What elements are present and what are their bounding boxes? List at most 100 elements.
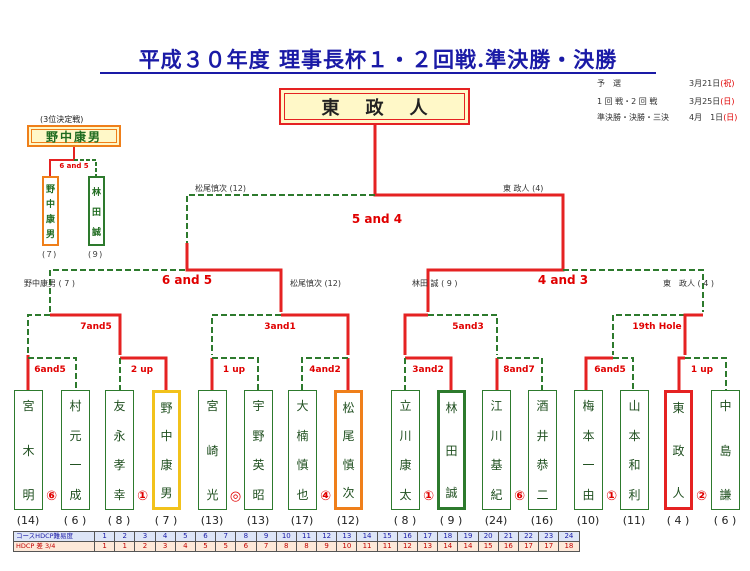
player-name-char: 井: [536, 428, 549, 443]
table-cell: 16: [396, 531, 419, 542]
schedule-row: 準決勝・決勝・三決 4月 1日(日): [597, 112, 737, 123]
player-name-char: 本: [628, 428, 641, 443]
player-mark: ◎: [229, 489, 242, 504]
table-cell: 7: [215, 531, 237, 542]
table-cell: 3: [154, 541, 176, 552]
player-name-char: 一: [582, 458, 595, 473]
final-score: 5 and 4: [351, 212, 403, 226]
player-handicap: (16): [530, 514, 554, 527]
player-name-char: 政: [672, 443, 685, 458]
qf-score-1: 7and5: [80, 322, 112, 332]
page-title: 平成３０年度 理事長杯１・２回戦.準決勝・決勝: [138, 47, 618, 72]
player-mark: ④: [319, 489, 331, 504]
player-name-char: 永: [113, 428, 126, 443]
player-handicap: (10): [576, 514, 600, 527]
player-name-char: 東: [672, 401, 685, 415]
table-cell: 22: [517, 531, 540, 542]
r1-6b: [497, 357, 543, 390]
r1-7b: [613, 357, 634, 390]
player-name-char: 慎: [342, 457, 355, 472]
player-name-char: 和: [628, 458, 641, 473]
table-cell: 8: [235, 531, 257, 542]
player-box: 江川基紀: [482, 390, 511, 510]
table-cell: 18: [437, 531, 459, 542]
player-name: 立川康太: [392, 397, 419, 503]
table-cell: 11: [295, 531, 318, 542]
table-cell: 11: [356, 541, 378, 552]
table-cell: 12: [396, 541, 419, 552]
qf1-winner: [50, 313, 122, 355]
qf-score-4: 19th Hole: [632, 322, 682, 332]
player-name-char: 英: [252, 458, 265, 473]
player-name-char: 孝: [113, 458, 126, 473]
player-name-char: 尾: [342, 429, 355, 444]
player-name-char: 川: [490, 428, 503, 443]
player-name: 野中康男: [155, 399, 178, 501]
third-player-1: 野中康男: [42, 176, 59, 246]
table-cell: 2: [114, 531, 136, 542]
schedule-row: 1 回 戦・2 回 戦 3月25日(日): [597, 96, 735, 107]
table-cell: 21: [497, 531, 519, 542]
table-cell: 17: [517, 541, 540, 552]
player-box: 村元一成: [61, 390, 90, 510]
semi-left-label-a: 野中康男 ( 7 ): [24, 279, 75, 288]
table-cell: 14: [356, 531, 378, 542]
table-cell: 1: [93, 541, 116, 552]
player-handicap: (17): [290, 514, 314, 527]
table-cell: 1: [93, 531, 116, 542]
player-box: 宇野英昭: [244, 390, 273, 510]
player-name: 宮崎光: [199, 397, 226, 503]
player-name-char: 由: [582, 487, 595, 502]
final-right-label: 東 政人 (4): [503, 184, 544, 193]
semi-right-label-b: 東 政人 ( 4 ): [663, 279, 714, 288]
r1-2: [120, 356, 168, 390]
player-box: 東政人: [664, 390, 693, 510]
table-cell: 10: [275, 531, 297, 542]
player-name: 宮木明: [15, 397, 42, 503]
player-name-char: 酒: [536, 399, 549, 413]
player-mark: ⑥: [45, 489, 57, 504]
round1-score: 6and5: [34, 365, 66, 375]
player-name-char: 成: [69, 487, 82, 502]
player-name-char: 楠: [296, 428, 309, 443]
table-cell: 19: [457, 531, 479, 542]
final-winner-line: [373, 125, 565, 263]
player-box: 立川康太: [391, 390, 420, 510]
player-name-char: 野: [252, 428, 265, 443]
table-cell: 6: [235, 541, 257, 552]
player-name-char: 幸: [113, 487, 126, 502]
table-row2-label: HDCP 差 3/4: [13, 541, 95, 552]
player-name-char: 宮: [22, 399, 35, 413]
player-mark: ①: [605, 489, 617, 504]
player-handicap: ( 6 ): [713, 514, 737, 527]
player-box: 野中康男: [152, 390, 181, 510]
table-cell: 24: [558, 531, 580, 542]
player-name: 村元一成: [62, 397, 89, 503]
third-player-1-hc: (７): [42, 250, 57, 259]
player-name: 友永孝幸: [106, 397, 133, 503]
table-cell: 9: [316, 541, 338, 552]
player-name-char: 次: [342, 485, 355, 500]
player-name: 梅本一由: [575, 397, 602, 503]
round1-score: 1 up: [222, 365, 246, 375]
round1-score: 4and2: [309, 365, 341, 375]
table-cell: 8: [295, 541, 318, 552]
schedule-row: 予 選 3月21日(祝): [597, 78, 735, 89]
table-cell: 7: [255, 541, 277, 552]
player-handicap: ( 7 ): [154, 514, 178, 527]
r1-5: [405, 356, 453, 390]
table-cell: 8: [275, 541, 297, 552]
table-cell: 3: [134, 531, 156, 542]
table-cell: 1: [114, 541, 136, 552]
semi-right-winner: [426, 263, 565, 312]
table-cell: 12: [316, 531, 338, 542]
round1-score: 3and2: [412, 365, 444, 375]
player-box: 酒井恭二: [528, 390, 557, 510]
third-player-2: 林田誠: [88, 176, 105, 246]
table-cell: 14: [437, 541, 459, 552]
player-name-char: 元: [69, 428, 82, 443]
schedule-label: 1 回 戦・2 回 戦: [597, 97, 658, 106]
table-cell: 11: [376, 541, 398, 552]
player-name-char: 康: [160, 457, 173, 472]
